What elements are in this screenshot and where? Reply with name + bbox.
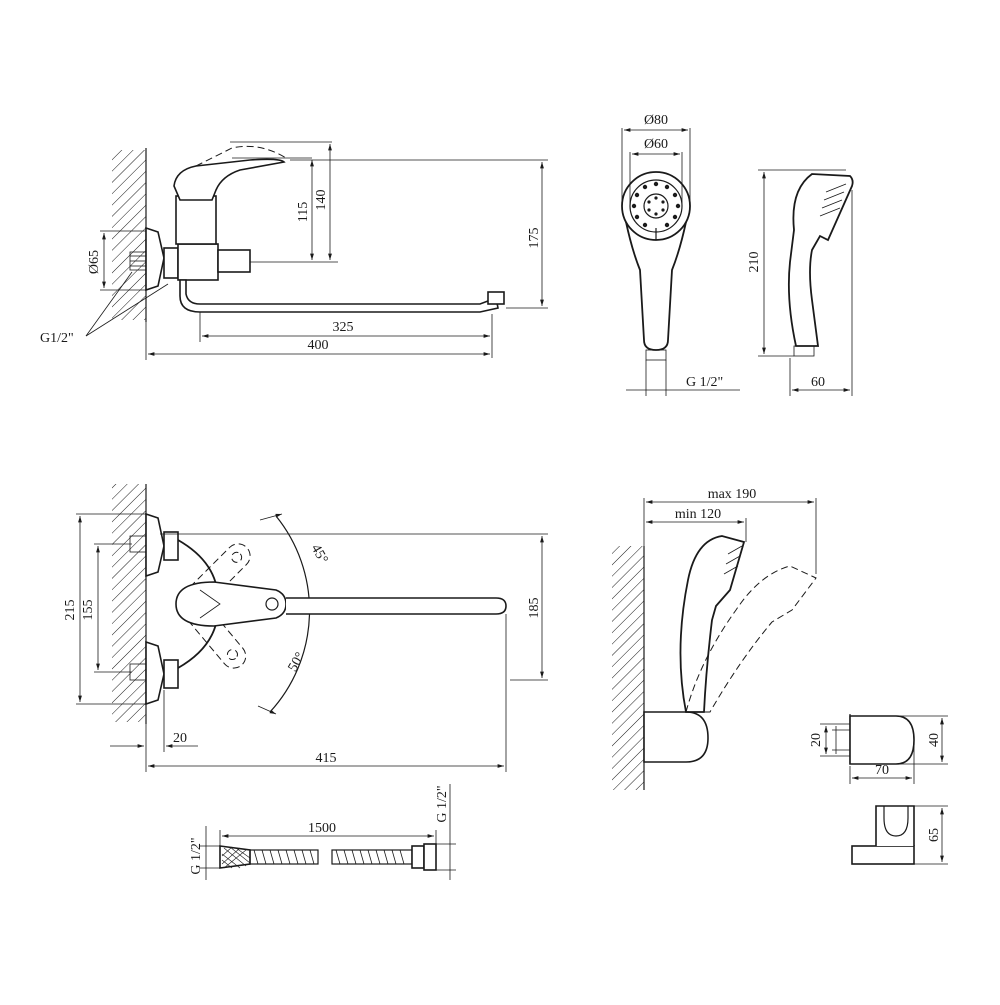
- dim-spout-height: 175: [527, 228, 542, 249]
- dim-shower-inner: Ø60: [644, 137, 668, 152]
- dim-angle-upper: 45°: [308, 542, 331, 566]
- bracket-slot: [883, 817, 909, 837]
- hand-shower-side-view: 210 60: [747, 169, 854, 396]
- holder-wall-hatching: [612, 546, 644, 790]
- wall-hatching: [112, 150, 146, 320]
- upper-flange: [145, 512, 165, 578]
- dim-top-centers: 155: [81, 600, 96, 621]
- shower-head-inner: [629, 179, 683, 233]
- hose-segment-right: [331, 849, 413, 865]
- dim-top-height: 140: [314, 190, 329, 211]
- shower-holder-view: max 190 min 120: [612, 487, 817, 790]
- aerator: [487, 291, 505, 305]
- dim-hose-thread-left: G 1/2": [189, 837, 204, 874]
- shower-handle: [625, 221, 687, 351]
- bracket-side-body: [849, 715, 915, 765]
- dim-bracket-height: 40: [927, 733, 942, 747]
- dim-top-offset: 20: [173, 731, 187, 746]
- shower-thread: [645, 349, 667, 361]
- dim-angle-lower: 50°: [286, 650, 309, 674]
- dim-shower-outer: Ø80: [644, 113, 668, 128]
- spray-nozzles: [631, 181, 681, 228]
- dim-hose-thread-right: G 1/2": [435, 785, 450, 822]
- shower-side-profile: [787, 173, 854, 347]
- hand-shower-front-view: Ø80 Ø60 G 1/2": [621, 113, 740, 396]
- shower-tilted-ghost: [685, 565, 817, 713]
- faucet-front-view: 115 140 175 Ø65 G1/2" 325 400: [40, 141, 548, 360]
- diverter-knob: [217, 249, 251, 273]
- top-wall-hatching: [112, 484, 146, 722]
- dim-flange-diameter: Ø65: [87, 250, 102, 274]
- dim-top-length: 415: [316, 751, 337, 766]
- dim-hose-length: 1500: [308, 821, 336, 836]
- dim-holder-max: max 190: [708, 487, 757, 502]
- lever-handle: [173, 158, 286, 201]
- bracket-front-view: 65: [851, 805, 948, 865]
- top-spout: [286, 597, 507, 615]
- faucet-body: [177, 243, 219, 281]
- lever-raised-outline: [195, 145, 287, 167]
- spray-center-ring: [643, 193, 669, 219]
- lower-flange: [145, 640, 165, 706]
- upper-nut: [163, 531, 179, 561]
- connection-nut: [163, 247, 179, 279]
- bracket-base: [851, 845, 915, 865]
- dim-shower-thread: G 1/2": [686, 375, 723, 390]
- dim-thread-label: G1/2": [40, 331, 74, 346]
- dim-holder-min: min 120: [675, 507, 721, 522]
- dim-lever-height: 115: [296, 202, 311, 222]
- dim-bracket-depth: 70: [875, 763, 889, 778]
- wall-flange: [145, 226, 165, 292]
- dim-total-reach: 400: [308, 338, 329, 353]
- shower-side-thread: [793, 345, 815, 357]
- dim-bracket-thickness: 20: [809, 733, 824, 747]
- lower-nut: [163, 659, 179, 689]
- dim-top-spout: 185: [527, 598, 542, 619]
- dim-shower-length: 210: [747, 252, 762, 273]
- dim-shower-width: 60: [811, 375, 825, 390]
- dim-top-height-total: 215: [63, 600, 78, 621]
- shower-in-holder: [679, 535, 746, 713]
- dim-spout-reach: 325: [333, 320, 354, 335]
- cartridge-housing: [175, 195, 217, 245]
- dim-bracket-base-height: 65: [927, 828, 942, 842]
- bracket-upright: [875, 805, 915, 846]
- faucet-top-view: 45° 50° 215 155 185: [63, 484, 548, 772]
- hose-segment-left: [249, 849, 319, 865]
- swivel-arc: [269, 515, 311, 713]
- long-spout: [179, 279, 499, 313]
- shower-hose-view: 1500 G 1/2" G 1/2": [189, 784, 456, 880]
- bracket-side-view: 20 40 70: [809, 714, 948, 784]
- hose-end-nut: [411, 845, 425, 869]
- wall-holder: [643, 711, 709, 763]
- top-lever: [175, 581, 287, 627]
